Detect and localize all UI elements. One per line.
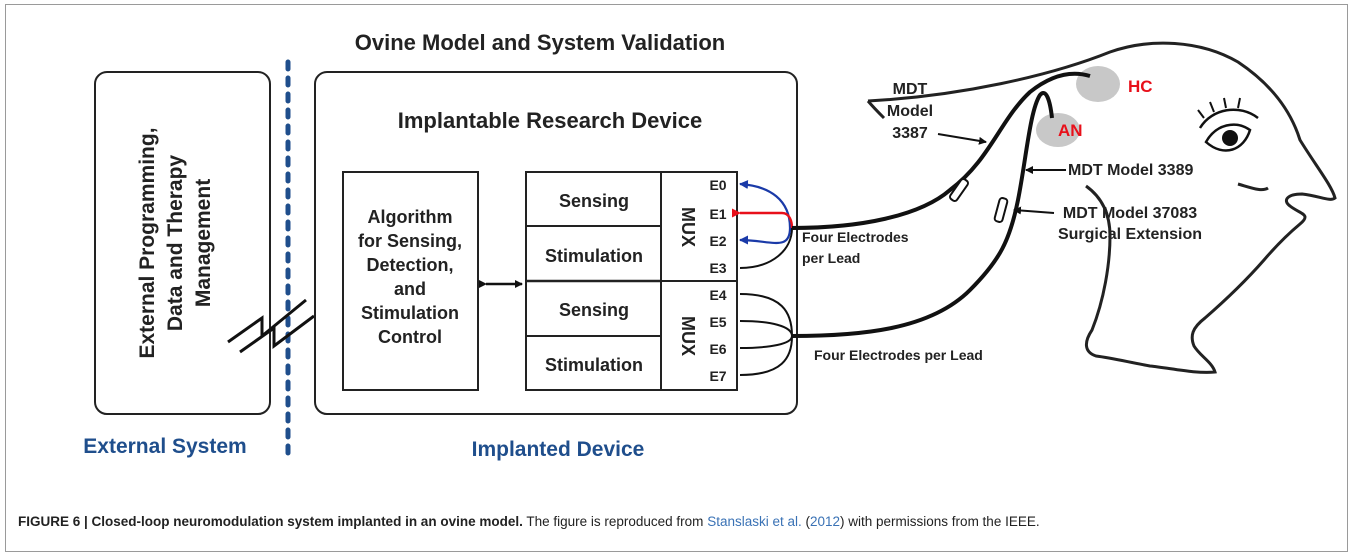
electrodes-per-lead-a-line-2: per Lead [802, 250, 860, 266]
sheep-eye-icon [1197, 97, 1259, 152]
mdt-37083-line-1: MDT Model 37083 [1063, 205, 1197, 222]
mdt-37083-line-2: Surgical Extension [1058, 226, 1202, 243]
mdt-3387-pointer [937, 133, 987, 145]
mdt-3387-line-3: 3387 [892, 125, 928, 142]
electrode-e5: E5 [709, 314, 726, 330]
lower-lead-wiring [739, 293, 793, 376]
sheep-mouth-line [1237, 182, 1269, 192]
electrodes-per-lead-a-line-1: Four Electrodes [802, 229, 909, 245]
algorithm-label: Algorithm for Sensing, Detection, and St… [358, 207, 462, 347]
hc-target-marker [1076, 66, 1120, 102]
external-system-box [94, 71, 271, 415]
sheep-ear-line [866, 100, 886, 120]
caption-text-before: The figure is reproduced from [522, 514, 708, 529]
mux-label-1: MUX [678, 207, 698, 247]
caption-label: FIGURE 6 | Closed-loop neuromodulation s… [18, 514, 523, 529]
electrode-e3: E3 [709, 260, 726, 276]
algorithm-line-5: Stimulation [361, 303, 459, 323]
mux-box-2 [660, 280, 738, 391]
lead-37083-connector [993, 197, 1009, 223]
mdt-3389-label: MDT Model 3389 [1068, 162, 1193, 179]
neuromodulation-diagram: Ovine Model and System Validation Extern… [83, 30, 1337, 461]
electrode-e0: E0 [709, 177, 726, 193]
mux-label-2: MUX [678, 316, 698, 356]
stimulation-label-1: Stimulation [545, 246, 643, 266]
caption-year-link[interactable]: 2012 [809, 514, 841, 529]
figure-frame [5, 4, 1348, 552]
mdt-3387-label: MDT Model 3387 [887, 81, 933, 142]
figure-caption: FIGURE 6 | Closed-loop neuromodulation s… [18, 512, 1338, 531]
external-box-line-2: Data and Therapy [164, 155, 187, 332]
sheep-head-outline [867, 41, 1337, 374]
caption-citation-link[interactable]: Stanslaski et al. [707, 514, 802, 529]
algorithm-line-4: and [394, 279, 426, 299]
external-box-label: External Programming, Data and Therapy M… [136, 127, 215, 358]
electrode-e7: E7 [709, 368, 726, 384]
caption-year-open: ( [801, 514, 810, 529]
algorithm-line-1: Algorithm [368, 207, 453, 227]
electrode-e4: E4 [709, 287, 726, 303]
external-box-line-1: External Programming, [136, 127, 159, 358]
algorithm-box [342, 171, 479, 391]
stimulation-label-2: Stimulation [545, 355, 643, 375]
algorithm-line-2: for Sensing, [358, 231, 462, 251]
external-box-line-3: Management [192, 179, 215, 307]
lead-3387 [791, 71, 1091, 230]
mdt-37083-pointer [1013, 206, 1055, 215]
algorithm-line-6: Control [378, 327, 442, 347]
mux-box-1 [660, 171, 738, 282]
an-label: AN [1058, 121, 1083, 140]
lead-3389 [791, 91, 1054, 338]
device-title: Implantable Research Device [398, 108, 702, 133]
diagram-title: Ovine Model and System Validation [355, 30, 725, 55]
electrode-e1: E1 [709, 206, 726, 222]
electrode-e2: E2 [709, 233, 726, 249]
caption-text-after: ) with permissions from the IEEE. [840, 514, 1040, 529]
hc-label: HC [1128, 77, 1153, 96]
sensing-label-2: Sensing [559, 300, 629, 320]
electrodes-per-lead-b: Four Electrodes per Lead [814, 347, 983, 363]
an-target-marker [1036, 113, 1080, 147]
electrode-e6: E6 [709, 341, 726, 357]
upper-lead-wiring [732, 180, 794, 269]
sensing-label-1: Sensing [559, 191, 629, 211]
lead-3387-connector [949, 178, 969, 202]
external-system-label: External System [83, 435, 246, 458]
algorithm-line-3: Detection, [366, 255, 453, 275]
mdt-3387-line-2: Model [887, 103, 933, 120]
implanted-device-label: Implanted Device [472, 438, 645, 461]
wireless-link-icon [227, 298, 315, 354]
mdt-3387-line-1: MDT [893, 81, 928, 98]
